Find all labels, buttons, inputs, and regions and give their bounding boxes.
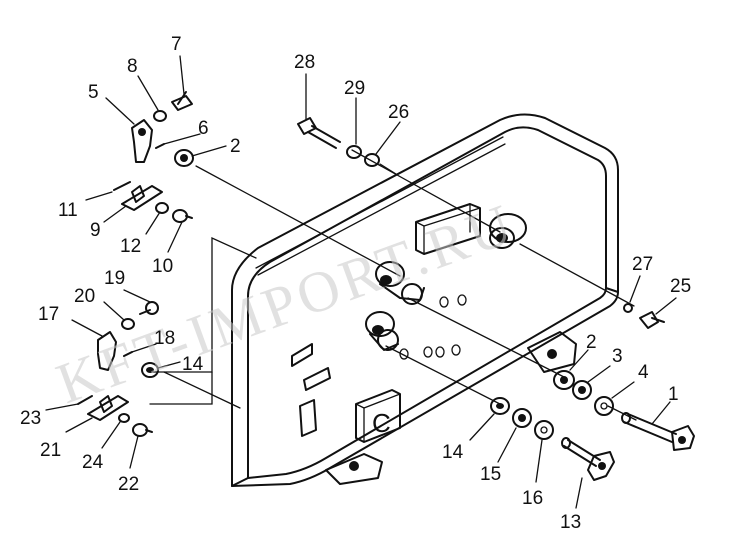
grommet-14-right	[490, 397, 510, 415]
bolt-22	[132, 423, 153, 437]
washer-16	[534, 420, 554, 440]
callout-19: 19	[104, 268, 125, 289]
c-plate: C	[355, 389, 401, 443]
boss-upper-right	[489, 213, 527, 249]
washer-20	[121, 318, 135, 330]
callout-22: 22	[118, 474, 139, 495]
washer-26	[364, 153, 380, 167]
callout-23: 23	[20, 408, 41, 429]
hinge-bracket-bottom	[325, 453, 383, 485]
callout-7: 7	[171, 34, 182, 55]
callout-25: 25	[670, 276, 691, 297]
callout-2-right: 2	[586, 332, 597, 353]
callout-28: 28	[294, 52, 315, 73]
panel-holes	[399, 294, 467, 360]
grommet-2-right	[553, 370, 575, 390]
callout-16: 16	[522, 488, 543, 509]
washer-4	[594, 396, 614, 416]
callout-11: 11	[58, 200, 78, 221]
pin-23	[77, 395, 93, 405]
boss-middle	[375, 261, 425, 305]
callout-14-right: 14	[442, 442, 464, 463]
callout-24: 24	[82, 452, 104, 473]
callout-9: 9	[90, 220, 101, 241]
latch-bracket-17	[97, 331, 117, 371]
bushing-15	[512, 408, 532, 428]
washer-12	[155, 202, 169, 214]
grommet-2-upper	[174, 149, 194, 167]
callout-labels: 7 8 5 6 2 11 9 12 10 28 29 26 19 20 17 1…	[20, 34, 691, 533]
washer-27	[623, 303, 633, 313]
grommet-14-left	[141, 362, 159, 378]
washer-8	[153, 110, 167, 122]
bolt-10	[172, 209, 193, 223]
callout-17: 17	[38, 304, 59, 325]
hinge-pin-13	[561, 437, 615, 481]
bolt-25	[639, 311, 665, 329]
callout-4: 4	[638, 362, 649, 383]
clip-plate-21	[87, 395, 129, 421]
callout-18: 18	[154, 328, 175, 349]
hinge-bracket-right	[527, 331, 577, 373]
callout-20: 20	[74, 286, 95, 307]
bushing-3	[572, 380, 592, 400]
callout-10: 10	[152, 256, 173, 277]
washer-29	[346, 145, 362, 159]
callout-6: 6	[198, 118, 209, 139]
callout-13: 13	[560, 512, 581, 533]
callout-14-left: 14	[182, 354, 204, 375]
panel-letter-c: C	[372, 408, 391, 438]
callout-21: 21	[40, 440, 61, 461]
boss-lower	[365, 311, 399, 351]
callout-8: 8	[127, 56, 138, 77]
bolt-7	[171, 91, 193, 111]
callout-15: 15	[480, 464, 501, 485]
watermark: KFT-IMPORT.RU	[48, 190, 523, 416]
washer-24	[118, 413, 130, 423]
callout-2-upper: 2	[230, 136, 241, 157]
callout-26: 26	[388, 102, 409, 123]
bolt-19	[139, 301, 159, 315]
callout-5: 5	[88, 82, 99, 103]
callout-27: 27	[632, 254, 653, 275]
callout-3: 3	[612, 346, 623, 367]
panel-tab	[415, 203, 481, 255]
long-bolt-28	[297, 117, 341, 149]
callout-12: 12	[120, 236, 141, 257]
callout-29: 29	[344, 78, 365, 99]
leader-lines	[45, 55, 677, 509]
callout-1: 1	[668, 384, 679, 405]
latch-bracket-5	[131, 119, 153, 163]
panel-slots	[291, 343, 331, 437]
pin-6	[155, 143, 165, 149]
pin-11	[113, 181, 131, 191]
pin-18	[123, 351, 133, 357]
clip-plate-9	[121, 185, 163, 211]
